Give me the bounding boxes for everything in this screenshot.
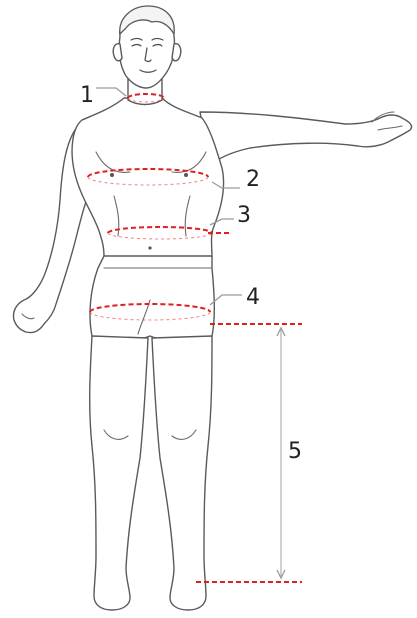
ear-right: [172, 44, 181, 61]
right-leg: [152, 336, 212, 610]
left-leg: [90, 336, 148, 610]
label-chest: 2: [246, 167, 260, 192]
nipple-right: [184, 173, 188, 177]
extended-arm: [200, 112, 412, 166]
torso: [72, 98, 224, 258]
label-hip: 4: [246, 285, 260, 310]
ear-left: [113, 44, 122, 61]
label-waist: 3: [237, 203, 251, 228]
label-inseam: 5: [288, 439, 302, 464]
shorts: [90, 256, 214, 341]
male-body-outline-icon: [13, 6, 411, 610]
nipple-left: [110, 173, 114, 177]
label-neck: 1: [80, 83, 94, 108]
neck-leader: [96, 88, 126, 96]
hip-leader: [210, 295, 242, 305]
navel: [148, 246, 151, 249]
